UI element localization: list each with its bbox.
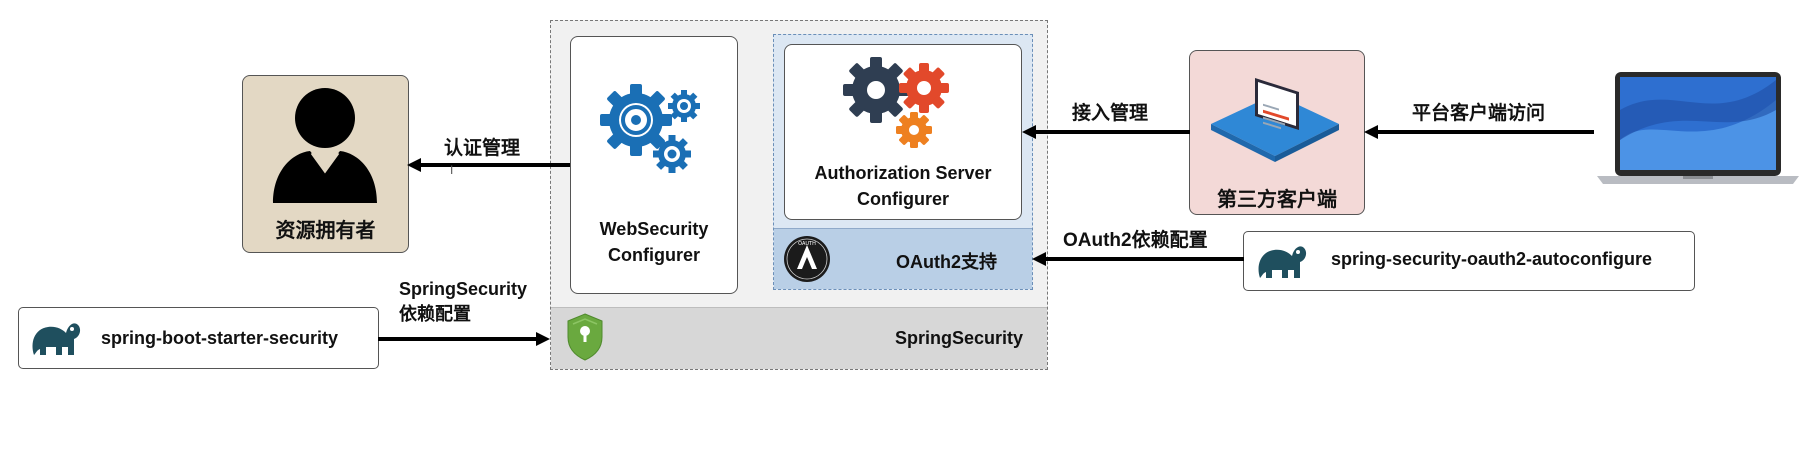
oauth2-autoconfigure-box	[1243, 231, 1695, 291]
platform-access-label: 平台客户端访问	[1412, 103, 1546, 124]
websecurity-line2: Configurer	[608, 245, 700, 265]
gears-colored-icon	[843, 57, 949, 148]
boot-starter-security-label: spring-boot-starter-security	[101, 328, 339, 348]
client-platform-icon	[1211, 78, 1339, 162]
auth-manage-label: 认证管理	[444, 138, 521, 159]
websecurity-configurer-card	[570, 36, 738, 294]
user-icon	[273, 88, 377, 203]
oauth2-dep-label: OAuth2依赖配置	[1063, 230, 1208, 251]
text-cursor-icon: I	[450, 163, 454, 177]
oauth-badge-text: OAUTH	[798, 241, 816, 247]
third-party-client-label: 第三方客户端	[1217, 188, 1337, 211]
spring-security-dep-label: SpringSecurity 依赖配置	[399, 277, 527, 327]
oauth2-autoconfigure-label: spring-security-oauth2-autoconfigure	[1331, 249, 1653, 269]
oauth2-support-label: OAuth2支持	[896, 252, 997, 272]
authorization-server-line2: Configurer	[857, 189, 949, 209]
authorization-server-line1: Authorization Server	[814, 163, 992, 183]
websecurity-configurer-title: WebSecurity Configurer	[570, 212, 738, 272]
gradle-elephant-icon	[1258, 246, 1307, 278]
oauth2-dep-arrow	[1032, 252, 1244, 266]
auth-manage-arrow	[407, 158, 570, 172]
spring-security-dep-line2: 依赖配置	[399, 304, 471, 324]
spring-security-label: SpringSecurity	[895, 328, 1024, 348]
laptop-icon	[1597, 72, 1799, 184]
oauth-logo-icon: OAUTH	[784, 236, 830, 282]
gears-blue-icon	[600, 84, 700, 173]
platform-access-arrow	[1364, 125, 1594, 139]
spring-security-bar	[551, 307, 1047, 369]
authorization-server-title: Authorization Server Configurer	[784, 158, 1022, 214]
spring-security-dep-line1: SpringSecurity	[399, 279, 528, 299]
access-manage-label: 接入管理	[1072, 103, 1149, 124]
spring-security-dep-arrow	[378, 332, 550, 346]
resource-owner-label: 资源拥有者	[275, 219, 376, 242]
gradle-elephant-icon-2	[32, 323, 81, 355]
websecurity-line1: WebSecurity	[599, 219, 709, 239]
access-manage-arrow	[1022, 125, 1190, 139]
shield-icon	[567, 313, 603, 361]
